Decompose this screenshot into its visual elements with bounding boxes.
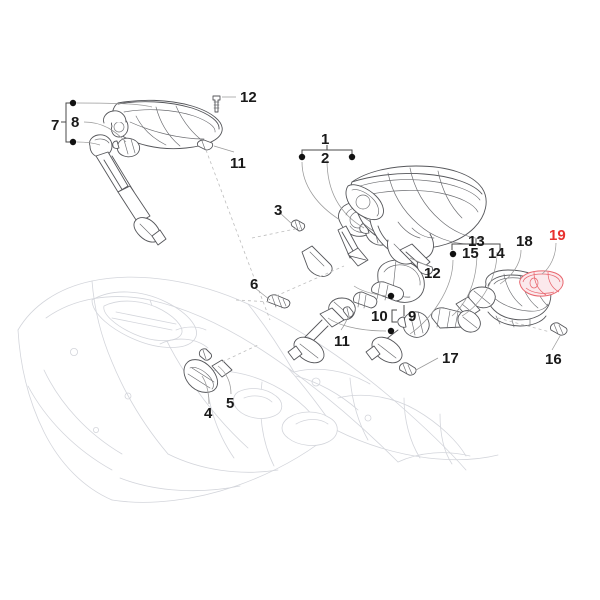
callout-label-12-mid: 12 <box>424 265 441 282</box>
part-12-top-screw <box>212 95 221 113</box>
part-8-indicator-bulb <box>112 137 141 158</box>
callout-label-19: 19 <box>549 227 566 244</box>
callout-leader-lines <box>61 96 561 405</box>
part-11-left-rivet <box>196 139 214 151</box>
callout-label-15: 15 <box>462 245 479 262</box>
part-19-plate-light-lens-highlighted <box>519 270 564 297</box>
callout-label-12-top: 12 <box>240 89 257 106</box>
part-11-mid-rivet <box>342 306 354 318</box>
callout-label-9: 9 <box>408 308 417 325</box>
callout-label-11-left: 11 <box>230 155 246 172</box>
part-9-10-center-harness <box>287 259 425 364</box>
part-4-5-body-lamp <box>183 348 233 393</box>
tail-light-cluster <box>345 165 487 275</box>
callout-label-5: 5 <box>226 395 235 412</box>
part-16-mounting-screw <box>550 322 568 336</box>
callout-label-1: 1 <box>321 131 330 148</box>
callout-label-16: 16 <box>545 351 562 368</box>
callout-label-3: 3 <box>274 202 283 219</box>
callout-label-13: 13 <box>468 233 485 250</box>
part-7-indicator-lamp <box>103 99 223 150</box>
callout-label-17: 17 <box>442 350 459 367</box>
part-13-plate-bulb <box>397 311 430 338</box>
callout-label-18: 18 <box>516 233 533 250</box>
part-17-grommet <box>399 362 417 376</box>
part-6-clip <box>267 294 291 309</box>
callout-label-4: 4 <box>204 405 213 422</box>
part-9-10-left-harness <box>89 134 167 246</box>
callout-label-11-mid: 11 <box>334 333 350 350</box>
callout-label-6: 6 <box>250 276 259 293</box>
callout-label-8: 8 <box>71 114 80 131</box>
scooter-body-ghost-outline <box>17 276 499 503</box>
callout-label-7: 7 <box>51 117 60 134</box>
callout-label-14: 14 <box>488 245 505 262</box>
callout-label-2: 2 <box>321 150 330 167</box>
callout-label-10: 10 <box>371 308 388 325</box>
